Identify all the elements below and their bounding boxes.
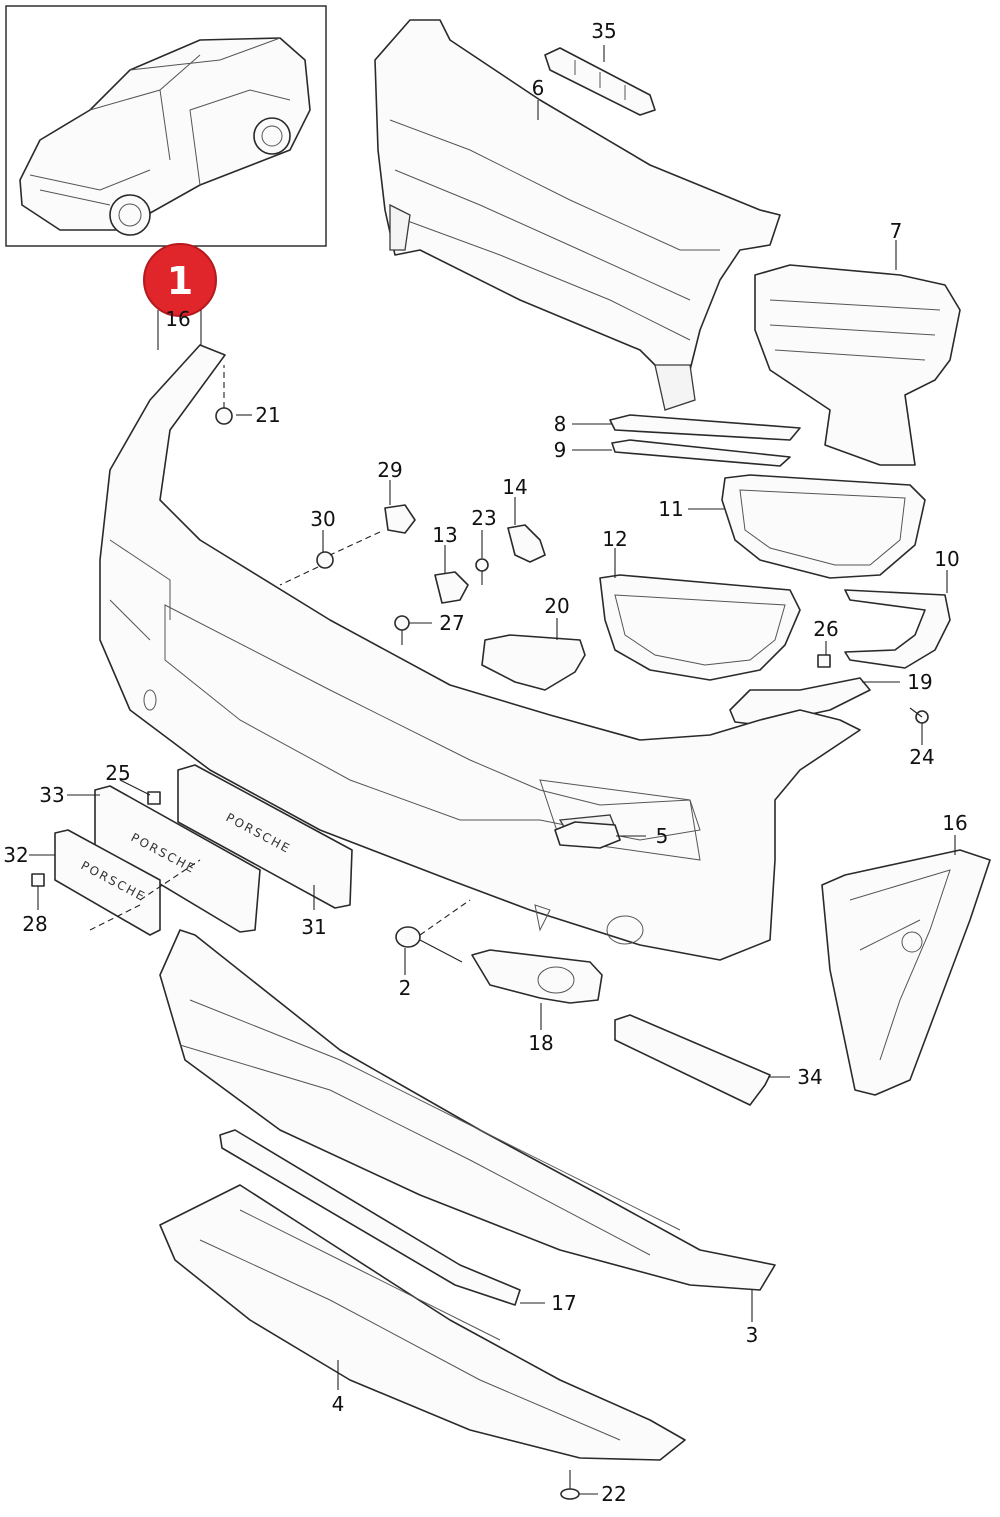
part-3-spoiler xyxy=(159,929,776,1291)
callout-2: 2 xyxy=(399,976,412,1000)
callout-27: 27 xyxy=(439,611,464,635)
badge-label: 1 xyxy=(167,259,193,303)
callout-9: 9 xyxy=(554,438,567,462)
part-35-bracket xyxy=(544,47,656,116)
callout-21: 21 xyxy=(255,403,280,427)
part-34-rail xyxy=(614,1014,771,1106)
part-16-bracket xyxy=(821,849,991,1096)
part-23-screw xyxy=(475,558,489,585)
part-11-frame xyxy=(721,474,926,579)
part-9-trim-strip xyxy=(611,439,791,467)
callout-labels: 16 21 35 6 7 8 9 11 10 12 14 23 13 29 30… xyxy=(3,19,967,1506)
part-8-trim-strip xyxy=(609,414,801,441)
callout-12: 12 xyxy=(602,527,627,551)
leader-2-dash xyxy=(419,899,471,936)
callout-7: 7 xyxy=(890,219,903,243)
part-29-sensor xyxy=(384,504,416,534)
callout-3: 3 xyxy=(746,1323,759,1347)
callout-33: 33 xyxy=(39,783,64,807)
part-27-clip xyxy=(394,615,410,645)
callout-30: 30 xyxy=(310,507,335,531)
callout-29: 29 xyxy=(377,458,402,482)
callout-17: 17 xyxy=(551,1291,576,1315)
callout-5: 5 xyxy=(656,824,669,848)
callout-11: 11 xyxy=(658,497,683,521)
callout-4: 4 xyxy=(332,1392,345,1416)
callout-14: 14 xyxy=(502,475,527,499)
callout-16-right: 16 xyxy=(942,811,967,835)
part-26-clip xyxy=(817,654,831,668)
callout-26: 26 xyxy=(813,617,838,641)
callout-19: 19 xyxy=(907,670,932,694)
part-30-washer xyxy=(316,551,334,569)
callout-13: 13 xyxy=(432,523,457,547)
callout-28: 28 xyxy=(22,912,47,936)
callout-8: 8 xyxy=(554,412,567,436)
part-21-screw xyxy=(215,365,233,425)
part-22-screw xyxy=(560,1470,580,1500)
part-14-sensor-holder xyxy=(507,524,546,563)
vehicle-thumbnail xyxy=(5,5,327,247)
part-2-cap xyxy=(395,926,421,948)
part-7-side-grille xyxy=(754,264,961,466)
part-5-tow-cover xyxy=(554,821,621,849)
part-4-underbody-panel xyxy=(159,1184,686,1461)
callout-25: 25 xyxy=(105,761,130,785)
callout-22: 22 xyxy=(601,1482,626,1506)
part-31-plate-base: PORSCHE xyxy=(177,764,353,909)
part-19-bracket xyxy=(729,677,871,726)
part-24-screw xyxy=(909,707,929,724)
callout-16-top: 16 xyxy=(165,307,190,331)
callout-24: 24 xyxy=(909,745,934,769)
callout-18: 18 xyxy=(528,1031,553,1055)
part-10-cover xyxy=(844,589,951,669)
part-12-frame xyxy=(599,574,801,681)
part-18-fog-trim xyxy=(471,949,603,1004)
leader-lines xyxy=(29,45,956,1495)
callout-23: 23 xyxy=(471,506,496,530)
callout-34: 34 xyxy=(797,1065,822,1089)
part-13-clip xyxy=(434,571,469,604)
part-28-clip xyxy=(31,873,45,887)
callout-31: 31 xyxy=(301,915,326,939)
part-25-clip xyxy=(147,791,161,805)
callout-20: 20 xyxy=(544,594,569,618)
leader-2-arrow xyxy=(419,939,463,963)
part-6-grille-carrier xyxy=(374,19,781,411)
badge-circle xyxy=(143,243,217,317)
callout-35: 35 xyxy=(591,19,616,43)
item-number-badge: 1 xyxy=(143,243,217,317)
callout-32: 32 xyxy=(3,843,28,867)
part-17-rail xyxy=(219,1129,521,1306)
part-20-bracket xyxy=(481,634,586,691)
callout-6: 6 xyxy=(532,76,545,100)
callout-10: 10 xyxy=(934,547,959,571)
